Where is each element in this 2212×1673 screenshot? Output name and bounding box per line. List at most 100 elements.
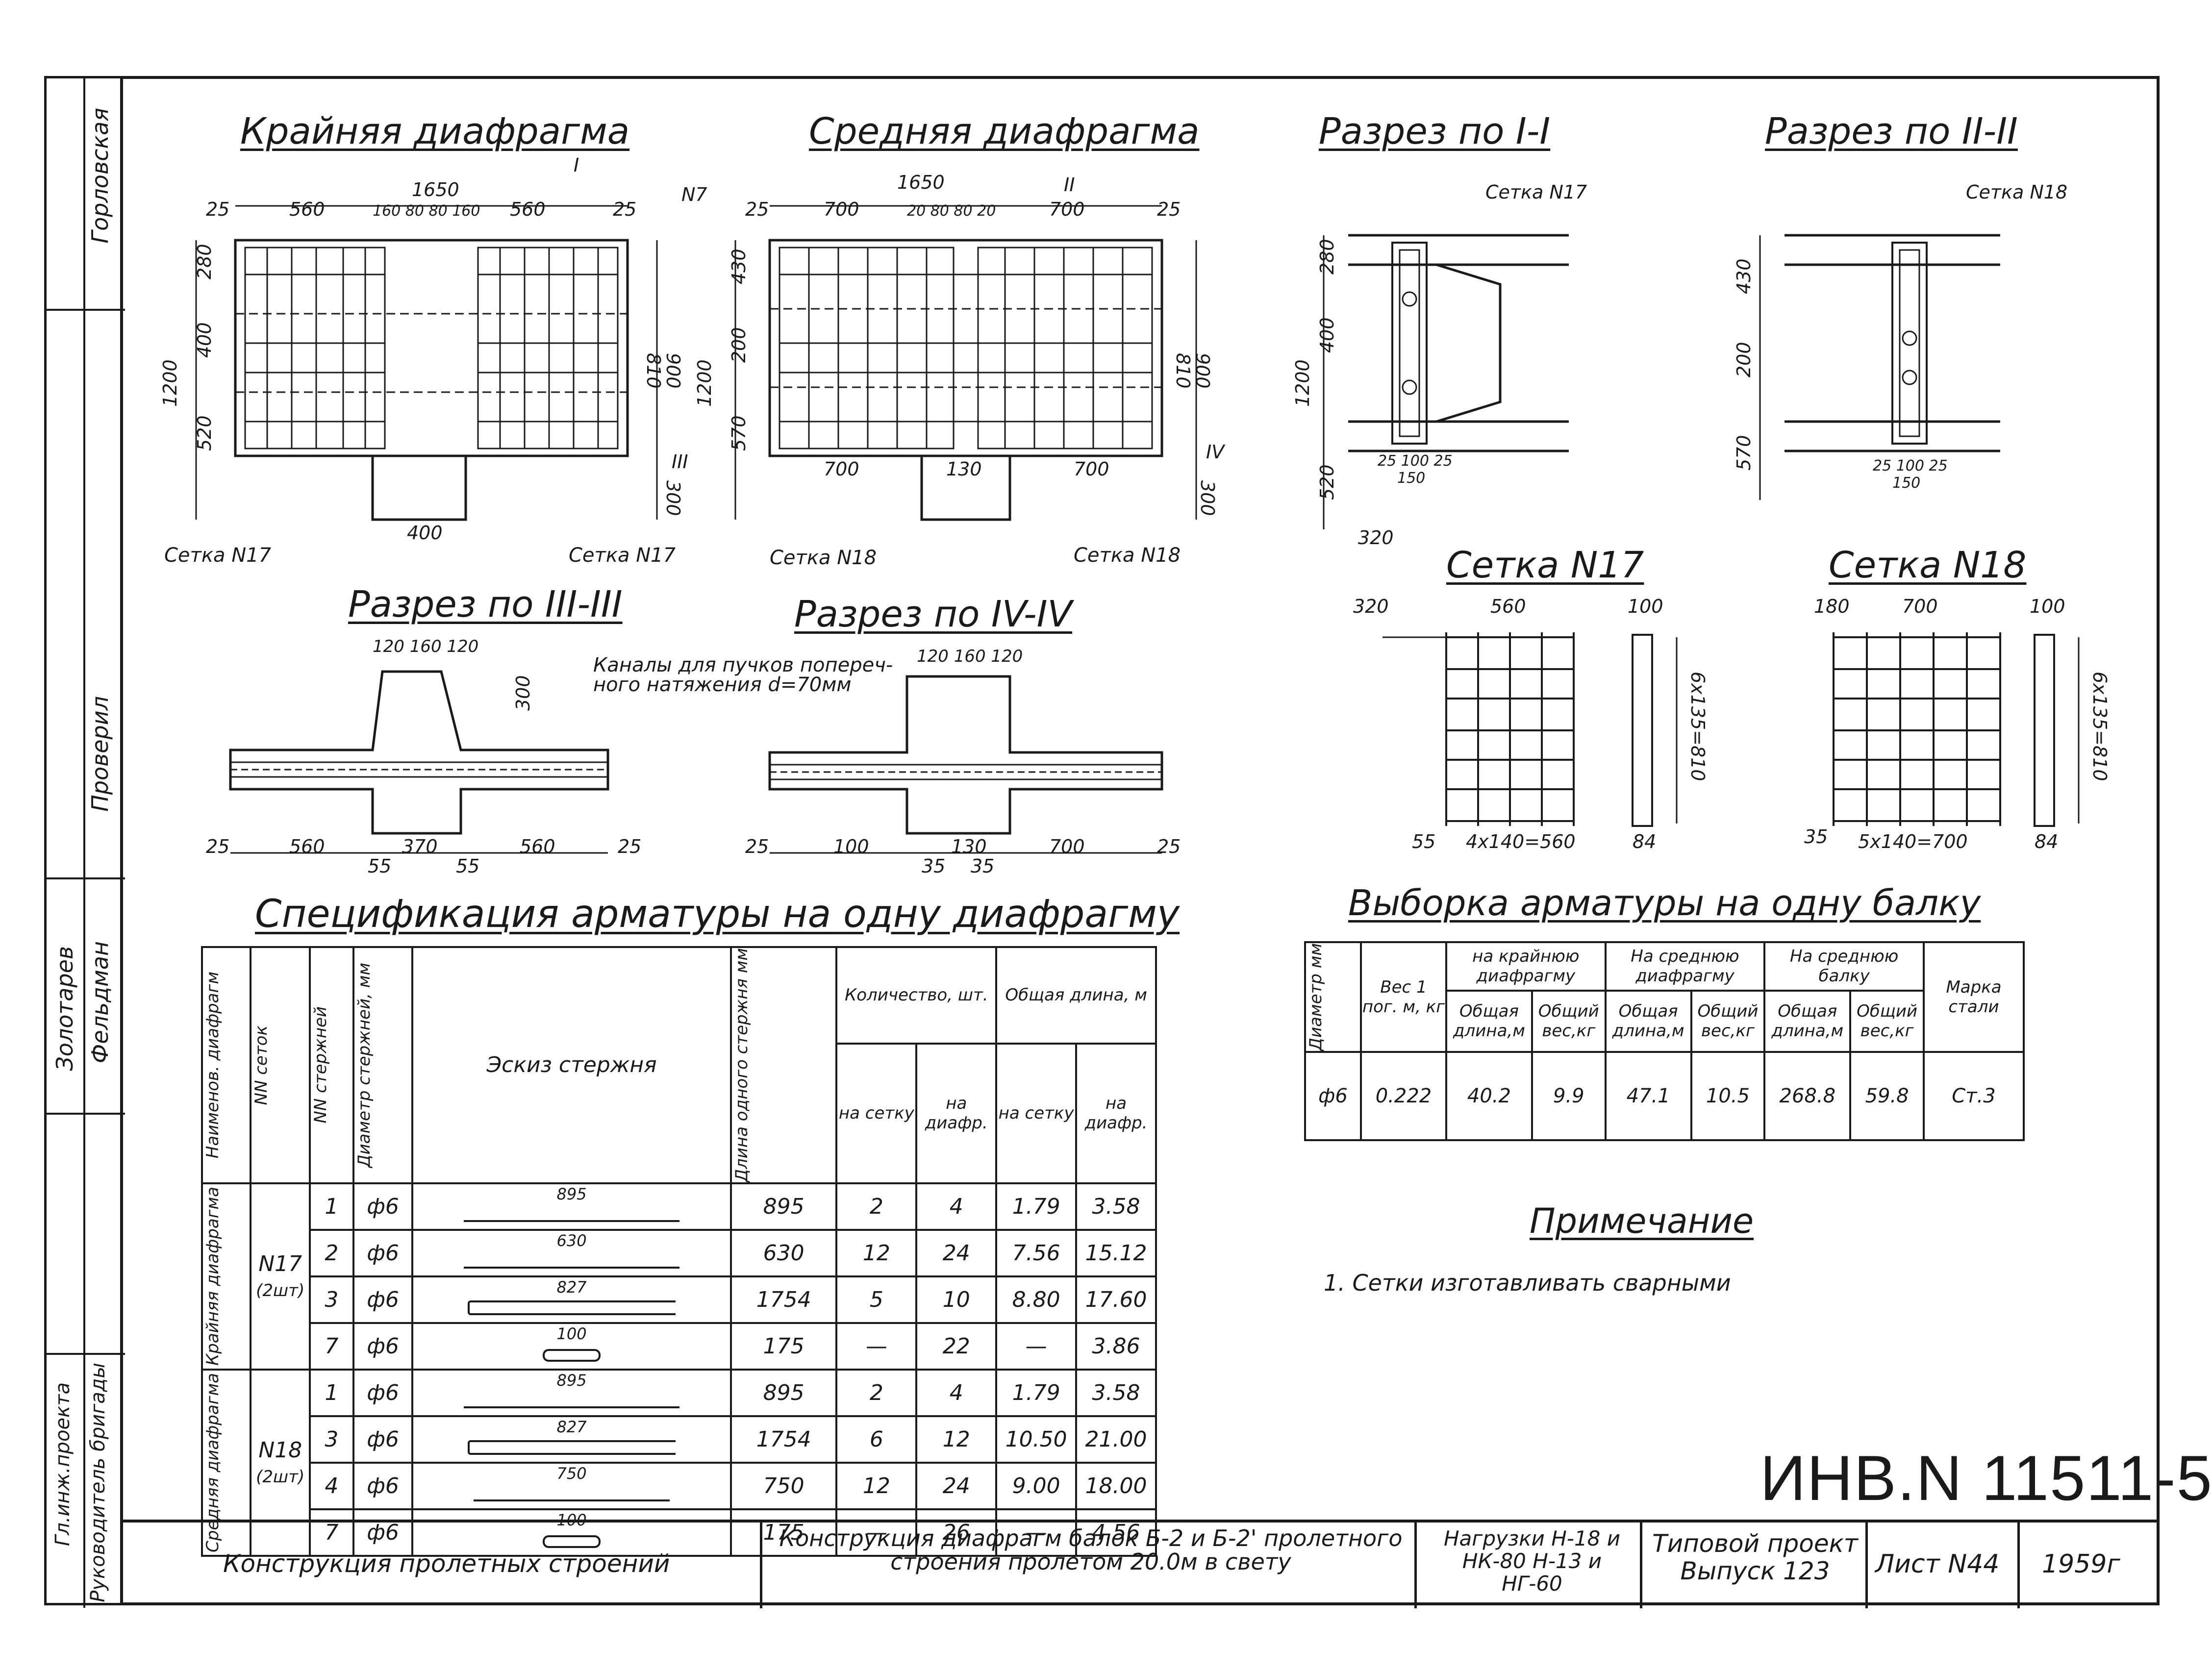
cell: 7: [308, 1322, 354, 1371]
s3-top-dims: 120 160 120: [373, 637, 478, 656]
mid-dim-300: 300: [1197, 480, 1218, 516]
mid-dim-900: 900: [1192, 353, 1213, 389]
cell: 40.2: [1445, 1050, 1533, 1141]
cell: 8.80: [995, 1275, 1078, 1324]
sketch-label: 827: [556, 1277, 587, 1297]
s1-dim-400: 400: [1316, 317, 1338, 353]
tb-year: 1959г: [2042, 1549, 2120, 1579]
s1-dim-bottom: 25 100 25: [1378, 452, 1453, 470]
s2-dim-430: 430: [1733, 258, 1755, 294]
spec-h-bar: NN стержней: [310, 1006, 330, 1124]
cell: 4: [915, 1368, 998, 1417]
mid-mesh-label-left: Сетка N18: [770, 547, 877, 569]
rod-straight: [464, 1406, 680, 1408]
title-mesh-18: Сетка N18: [1829, 544, 2027, 586]
mid-dim-130: 130: [946, 458, 982, 480]
sketch-cell: 895: [411, 1182, 732, 1231]
s1-dim-320: 320: [1358, 527, 1394, 549]
edge-dim-810: 810: [643, 353, 664, 389]
mid-dim-200: 200: [728, 327, 750, 363]
cell: 4: [915, 1182, 998, 1231]
cell: 12: [915, 1415, 998, 1464]
note-text: 1. Сетки изготавливать сварными: [1324, 1270, 1731, 1296]
cell: 5: [835, 1275, 918, 1324]
sample-sub-3: Общая длина,м: [1604, 989, 1692, 1053]
sample-sub-5: Общая длина,м: [1763, 989, 1852, 1053]
table-row: 3 ф6 827 1754 5 10 8.80 17.60: [202, 1275, 1157, 1324]
m17-dim-bottom: 4x140=560: [1466, 831, 1576, 852]
cell: 268.8: [1763, 1050, 1852, 1141]
sample-h-dia: Диаметр мм: [1306, 943, 1326, 1051]
edge-dim-25-right: 25: [613, 199, 636, 220]
cell: 26: [915, 1508, 998, 1557]
mid-dim-700-b-left: 700: [824, 458, 859, 480]
s4-dim-100: 100: [833, 836, 869, 857]
sample-sub-2: Общий вес,кг: [1531, 989, 1607, 1053]
m18-dim-bottom: 5x140=700: [1858, 831, 1968, 852]
cell: 1.79: [995, 1368, 1078, 1417]
note-title: Примечание: [1530, 1201, 1754, 1241]
mid-dim-700-left: 700: [824, 199, 859, 220]
s3-note-2: ного натяжения d=70мм: [593, 674, 852, 696]
m17-dim-320: 320: [1353, 596, 1389, 617]
cell: ф6: [352, 1415, 414, 1464]
s1-dim-150: 150: [1397, 470, 1425, 487]
sample-h-weight: Вес 1 пог. м, кг: [1360, 941, 1447, 1053]
sidebar-stamp: Горловская Проверил Золотарев Фельдман Г…: [44, 76, 125, 1608]
sample-h-beam: На среднюю балку: [1763, 941, 1925, 992]
cell: 9.9: [1531, 1050, 1607, 1141]
spec-h-qty: Количество, шт.: [835, 946, 998, 1045]
sketch-label: 827: [556, 1417, 587, 1436]
m18-dim-180: 180: [1814, 596, 1850, 617]
s1-dim-1200: 1200: [1292, 359, 1313, 407]
s1-dim-520: 520: [1316, 464, 1338, 500]
mid-dim-700-b-right: 700: [1074, 458, 1109, 480]
spec-group-1-name: Крайняя диафрагма: [203, 1187, 223, 1366]
tb-project: Типовой проект Выпуск 123: [1652, 1529, 1858, 1585]
mid-mesh-label-right: Сетка N18: [1074, 544, 1181, 567]
edge-mesh-label-left: Сетка N17: [164, 544, 272, 567]
table-row: 3 ф6 827 1754 6 12 10.50 21.00: [202, 1415, 1157, 1464]
tb-description: Конструкция диафрагм балок Б-2 и Б-2' пр…: [779, 1525, 1403, 1575]
spec-h-sketch: Эскиз стержня: [411, 946, 732, 1184]
s4-dim-700: 700: [1049, 836, 1085, 857]
cell: ф6: [352, 1275, 414, 1324]
s3-dim-370: 370: [402, 836, 438, 857]
edge-dim-280: 280: [194, 244, 215, 279]
cell: 895: [729, 1368, 838, 1417]
m17-dim-right: 6x135=810: [1687, 672, 1709, 781]
m17-dim-560: 560: [1490, 596, 1526, 617]
cell: 1754: [729, 1415, 838, 1464]
s3-dim-55-r: 55: [456, 855, 479, 877]
cell: 24: [915, 1461, 998, 1510]
edge-mesh-label-right: Сетка N17: [569, 544, 676, 567]
sample-sub-1: Общая длина,м: [1445, 989, 1533, 1053]
sketch-cell: 630: [411, 1228, 732, 1277]
m18-dim-84: 84: [2035, 831, 2058, 852]
edge-dim-900: 900: [662, 353, 684, 389]
m18-dim-700: 700: [1902, 596, 1938, 617]
sketch-cell: 827: [411, 1415, 732, 1464]
s4-dim-25-r: 25: [1157, 836, 1181, 857]
sample-h-steel: Марка стали: [1923, 941, 2025, 1053]
section-3-drawing: [229, 670, 609, 854]
edge-mark-I: I: [574, 154, 579, 176]
table-row: Средняя диафрагма N18(2шт) 1 ф6 895 895 …: [201, 1368, 1157, 1557]
sketch-cell: 827: [411, 1275, 732, 1324]
mid-dim-1200: 1200: [694, 359, 715, 407]
cell: 2: [308, 1228, 354, 1277]
title-section-1: Разрез по I-I: [1319, 110, 1551, 152]
cell: ф6: [352, 1182, 414, 1231]
table-row: 4 ф6 750 750 12 24 9.00 18.00: [202, 1461, 1157, 1510]
spec-h-total: Общая длина, м: [995, 946, 1157, 1045]
m18-dim-35: 35: [1804, 826, 1828, 848]
cell: 24: [915, 1228, 998, 1277]
sample-sub-6: Общий вес,кг: [1849, 989, 1925, 1053]
mid-dim-570: 570: [728, 415, 750, 451]
cell: ф6: [352, 1508, 414, 1557]
s3-dim-25: 25: [206, 836, 229, 857]
cell: 3.58: [1075, 1368, 1157, 1417]
cell: 4: [308, 1461, 354, 1510]
title-edge-diaphragm: Крайняя диафрагма: [240, 110, 630, 152]
